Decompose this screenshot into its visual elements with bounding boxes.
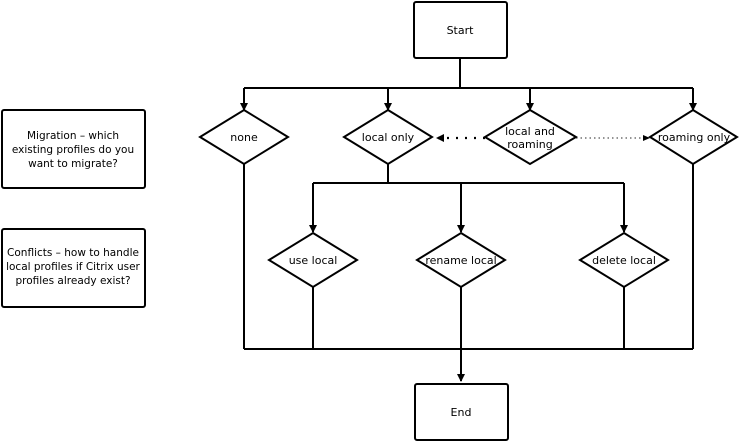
decision-use-local: use local [267, 231, 359, 289]
conflicts-note-line-2: local profiles if Citrix user [6, 261, 140, 273]
decision-delete-local-label: delete local [592, 254, 656, 267]
end-label: End [451, 406, 472, 419]
conflicts-note: Conflicts – how to handle local profiles… [1, 228, 146, 308]
decision-delete-local: delete local [578, 231, 670, 289]
decision-none: none [198, 108, 290, 166]
decision-roaming-only-label: roaming only [658, 131, 731, 144]
decision-rename-local: rename local [415, 231, 507, 289]
migration-note: Migration – which existing profiles do y… [1, 109, 146, 189]
end-node: End [414, 383, 509, 441]
decision-local-only: local only [342, 108, 434, 166]
decision-rename-local-label: rename local [425, 254, 496, 267]
decision-none-label: none [230, 131, 258, 144]
start-node: Start [413, 1, 508, 59]
end-connectors [243, 164, 694, 382]
start-connectors [240, 58, 697, 111]
local-only-connectors [309, 164, 628, 233]
decision-use-local-label: use local [289, 254, 338, 267]
dotted-relations [436, 134, 650, 142]
migration-note-line-2: existing profiles do you [12, 144, 134, 156]
decision-roaming-only: roaming only [648, 108, 739, 166]
dotted-arrowhead-right [643, 135, 650, 141]
conflicts-note-line-3: profiles already exist? [15, 275, 130, 287]
decision-local-and-roaming: local and roaming [483, 108, 578, 166]
migration-note-line-1: Migration – which [27, 130, 119, 142]
migration-note-line-3: want to migrate? [28, 158, 118, 170]
start-label: Start [447, 24, 475, 37]
dotted-arrowhead-left [436, 134, 444, 142]
conflicts-note-line-1: Conflicts – how to handle [7, 247, 139, 259]
decision-local-and-roaming-line-1: local and [505, 125, 555, 138]
decision-local-only-label: local only [362, 131, 415, 144]
decision-local-and-roaming-line-2: roaming [507, 138, 552, 151]
